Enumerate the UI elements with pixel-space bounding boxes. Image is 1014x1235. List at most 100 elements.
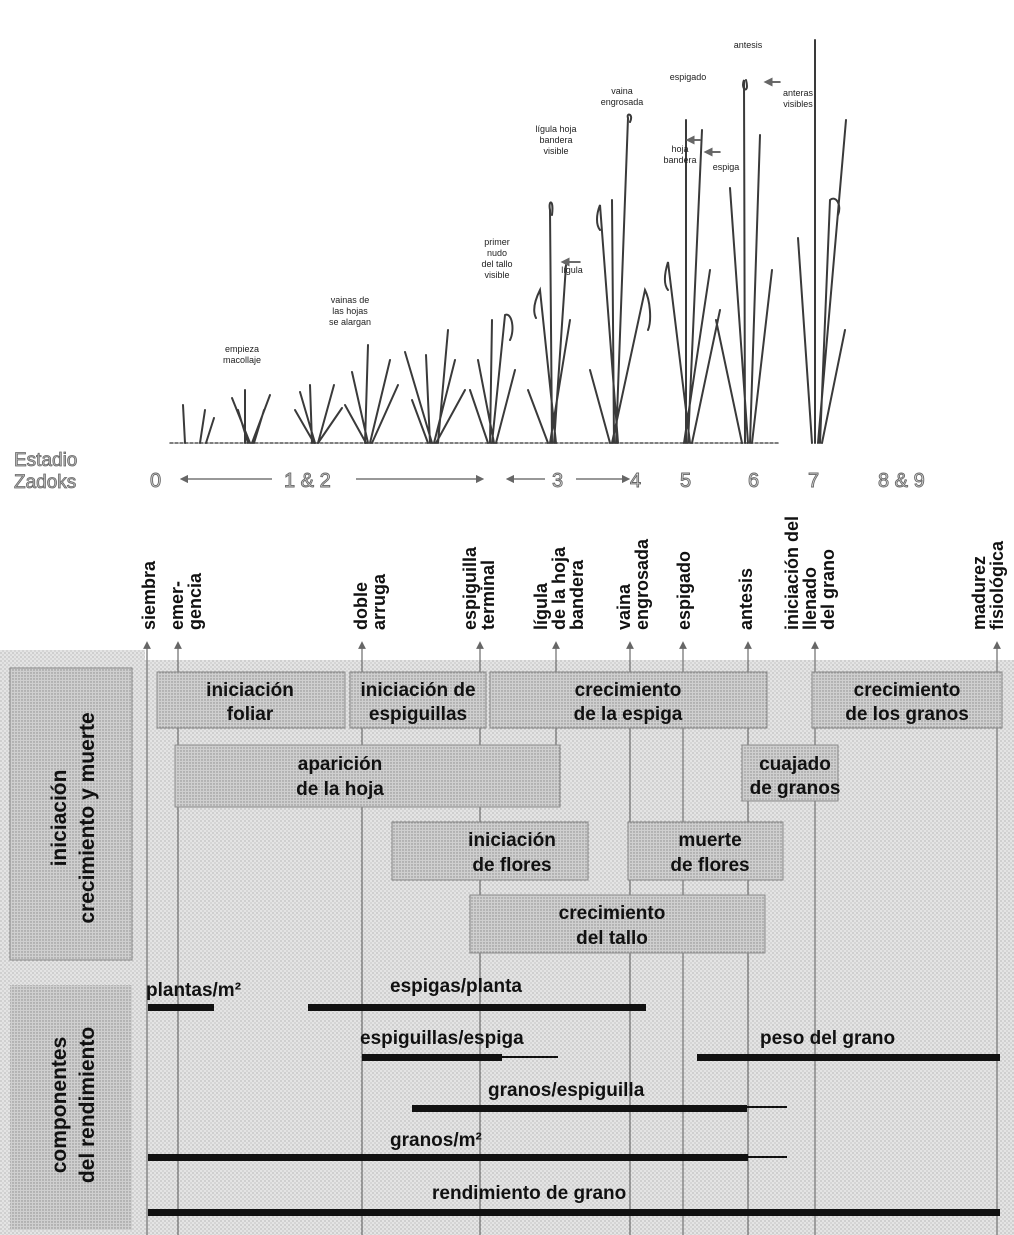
plant-growth-illustration: [169, 39, 847, 444]
box-iniciacion-flores-2: de flores: [472, 855, 551, 876]
box-iniciacion-foliar: iniciación foliar: [156, 671, 346, 729]
bar-plantas-m2: [148, 1004, 214, 1011]
annot-ligule-3: visible: [543, 146, 568, 156]
box-crecimiento-granos: crecimiento de los granos: [811, 671, 1003, 729]
bar-rendimiento: [148, 1209, 1000, 1216]
box-iniciacion-espiguillas-2: espiguillas: [369, 704, 467, 725]
stage-vaina-2: engrosada: [632, 538, 652, 630]
box-crecimiento-espiga: crecimiento de la espiga: [489, 671, 768, 729]
box-cuajado-granos: cuajado de granos: [741, 744, 840, 802]
stage-doble-arruga-2: arruga: [369, 573, 389, 630]
box-iniciacion-flores-1: iniciación: [468, 830, 556, 851]
comp-plantas-m2: plantas/m²: [146, 980, 241, 1001]
box-crecimiento-espiga-1: crecimiento: [575, 680, 682, 701]
comp-peso-grano: peso del grano: [760, 1028, 895, 1049]
stage-emergencia-1: emer-: [167, 581, 187, 630]
initiation-side-label: iniciación crecimiento y muerte: [9, 667, 133, 961]
stage-espiguilla-1: espiguilla: [460, 546, 480, 630]
box-crecimiento-tallo-2: del tallo: [576, 928, 648, 949]
box-aparicion-hoja-2: de la hoja: [296, 779, 384, 800]
annot-flag-1: hoja: [671, 144, 688, 154]
stage-madurez-1: madurez: [969, 556, 989, 630]
annot-ligule-2: bandera: [539, 135, 572, 145]
zadoks-scale: Estadio Zadoks 0 1 & 2 3 4 5 6 7 8 & 9: [14, 450, 926, 494]
box-cuajado-granos-1: cuajado: [759, 754, 831, 775]
stage-siembra: siembra: [139, 560, 159, 630]
components-label-line2: del rendimiento: [76, 1027, 99, 1183]
annot-swollen-2: engrosada: [601, 97, 644, 107]
stage-ligula-3: bandera: [567, 559, 587, 630]
comp-granos-espiguilla: granos/espiguilla: [488, 1080, 645, 1101]
bar-espiguillas-espiga: [362, 1054, 502, 1061]
annot-swollen-1: vaina: [611, 86, 633, 96]
annot-tillering-2: macollaje: [223, 355, 261, 365]
box-muerte-flores: muerte de flores: [627, 821, 784, 881]
zadoks-title-1: Estadio: [14, 450, 77, 471]
annot-sheaths-2: las hojas: [332, 306, 368, 316]
annot-sheaths-3: se alargan: [329, 317, 371, 327]
annot-node-1: primer: [484, 237, 510, 247]
zadoks-title-2: Zadoks: [14, 472, 76, 493]
box-muerte-flores-1: muerte: [678, 830, 741, 851]
box-iniciacion-flores: iniciación de flores: [391, 821, 589, 881]
stage-madurez-2: fisiológica: [987, 540, 1007, 630]
stage-emergencia-2: gencia: [185, 572, 205, 630]
box-crecimiento-espiga-2: de la espiga: [574, 704, 683, 725]
components-label-line1: componentes: [48, 1037, 71, 1174]
annot-tillering-1: empieza: [225, 344, 259, 354]
zadoks-4: 4: [630, 470, 641, 492]
zadoks-5: 5: [680, 470, 691, 492]
box-crecimiento-granos-2: de los granos: [845, 704, 969, 725]
yield-components: plantas/m² espigas/planta espiguillas/es…: [146, 976, 1000, 1216]
bar-granos-m2: [148, 1154, 748, 1161]
side-label-line1: iniciación: [48, 770, 71, 867]
annot-node-2: nudo: [487, 248, 507, 258]
box-aparicion-hoja: aparición de la hoja: [174, 744, 561, 808]
stage-ligula-2: de la hoja: [549, 546, 569, 630]
components-side-label: componentes del rendimiento: [10, 985, 132, 1230]
box-aparicion-hoja-1: aparición: [298, 754, 382, 775]
zadoks-3: 3: [552, 470, 563, 492]
stage-antesis: antesis: [736, 568, 756, 630]
stage-llenado-2: llenado: [800, 567, 820, 630]
stage-labels: siembra emer- gencia doble arruga espigu…: [139, 516, 1007, 630]
annot-sheaths-1: vainas de: [331, 295, 370, 305]
box-iniciacion-espiguillas: iniciación de espiguillas: [349, 671, 487, 729]
annot-anthers-1: anteras: [783, 88, 814, 98]
zadoks-8-9: 8 & 9: [878, 470, 925, 492]
stage-espiguilla-2: terminal: [478, 560, 498, 630]
annot-node-3: del tallo: [481, 259, 512, 269]
box-iniciacion-foliar-1: iniciación: [206, 680, 294, 701]
stage-llenado-3: del grano: [818, 549, 838, 630]
annot-anthesis: antesis: [734, 40, 763, 50]
annot-spike: espiga: [713, 162, 740, 172]
stage-doble-arruga-1: doble: [351, 582, 371, 630]
zadoks-0: 0: [150, 470, 161, 492]
plant-annotations: empieza macollaje vainas de las hojas se…: [223, 40, 814, 365]
annot-node-4: visible: [484, 270, 509, 280]
box-crecimiento-granos-1: crecimiento: [854, 680, 961, 701]
zadoks-6: 6: [748, 470, 759, 492]
comp-rendimiento: rendimiento de grano: [432, 1183, 626, 1204]
comp-espigas-planta: espigas/planta: [390, 976, 522, 997]
stage-llenado-1: iniciación del: [782, 516, 802, 630]
box-iniciacion-espiguillas-1: iniciación de: [360, 680, 475, 701]
annot-ligule-1: lígula hoja: [535, 124, 576, 134]
zadoks-7: 7: [808, 470, 819, 492]
bar-peso-grano: [697, 1054, 1000, 1061]
bar-granos-espiguilla: [412, 1105, 747, 1112]
box-crecimiento-tallo-1: crecimiento: [559, 903, 666, 924]
zadoks-1-2: 1 & 2: [284, 470, 331, 492]
comp-granos-m2: granos/m²: [390, 1130, 482, 1151]
annot-ligula: lígula: [561, 265, 583, 275]
comp-espiguillas-espiga: espiguillas/espiga: [360, 1028, 524, 1049]
bar-espigas-planta: [308, 1004, 646, 1011]
annot-flag-2: bandera: [663, 155, 696, 165]
stage-ligula-1: lígula: [531, 582, 551, 630]
box-crecimiento-tallo: crecimiento del tallo: [469, 894, 766, 954]
annot-anthers-2: visibles: [783, 99, 813, 109]
stage-espigado: espigado: [674, 551, 694, 630]
side-label-line2: crecimiento y muerte: [76, 712, 99, 923]
